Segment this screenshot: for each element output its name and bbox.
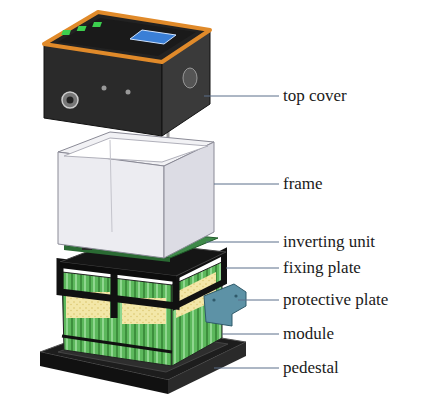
part-label: inverting unit [283,232,375,252]
leader-lines [204,96,279,368]
protective-plate [204,284,246,326]
part-label: fixing plate [283,258,361,278]
part-label: top cover [283,86,347,106]
top-cover [44,12,210,136]
part-label: module [283,324,334,344]
part-label: protective plate [283,290,388,310]
part-label: pedestal [283,358,339,378]
frame [58,132,214,258]
part-label: frame [283,174,323,194]
